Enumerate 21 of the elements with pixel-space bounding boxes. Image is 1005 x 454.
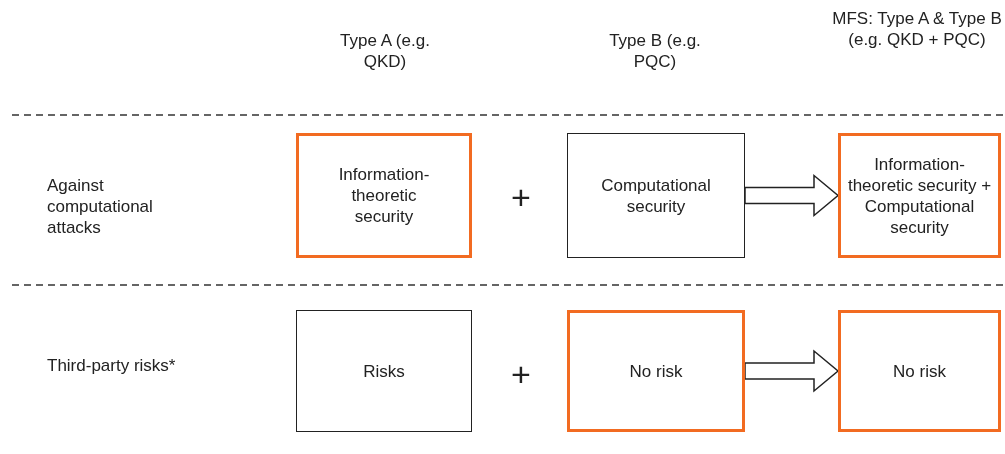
column-header: Type A (e.g. QKD) xyxy=(339,30,431,72)
table-box xyxy=(567,310,745,432)
table-box xyxy=(838,310,1001,432)
box-text: Information-theoretic security xyxy=(337,164,431,227)
plus-sign: + xyxy=(510,357,532,391)
hollow-arrow xyxy=(744,173,840,218)
table-box xyxy=(296,133,472,258)
box-text: No risk xyxy=(893,360,946,382)
box-text: Computational security xyxy=(600,174,712,217)
column-header: Type B (e.g. PQC) xyxy=(608,30,702,72)
table-box xyxy=(296,310,472,432)
table-box xyxy=(838,133,1001,258)
row-header: Against computational attacks xyxy=(47,175,154,238)
box-text: Information-theoretic security + Computational security xyxy=(846,153,993,238)
box-text: Risks xyxy=(363,360,405,382)
table-box xyxy=(567,133,745,258)
plus-sign: + xyxy=(510,180,532,214)
row-header: Third-party risks* xyxy=(47,355,177,376)
hollow-arrow xyxy=(744,349,840,393)
box-text: No risk xyxy=(629,360,683,382)
column-header: MFS: Type A & Type B (e.g. QKD + PQC) xyxy=(832,8,1002,50)
